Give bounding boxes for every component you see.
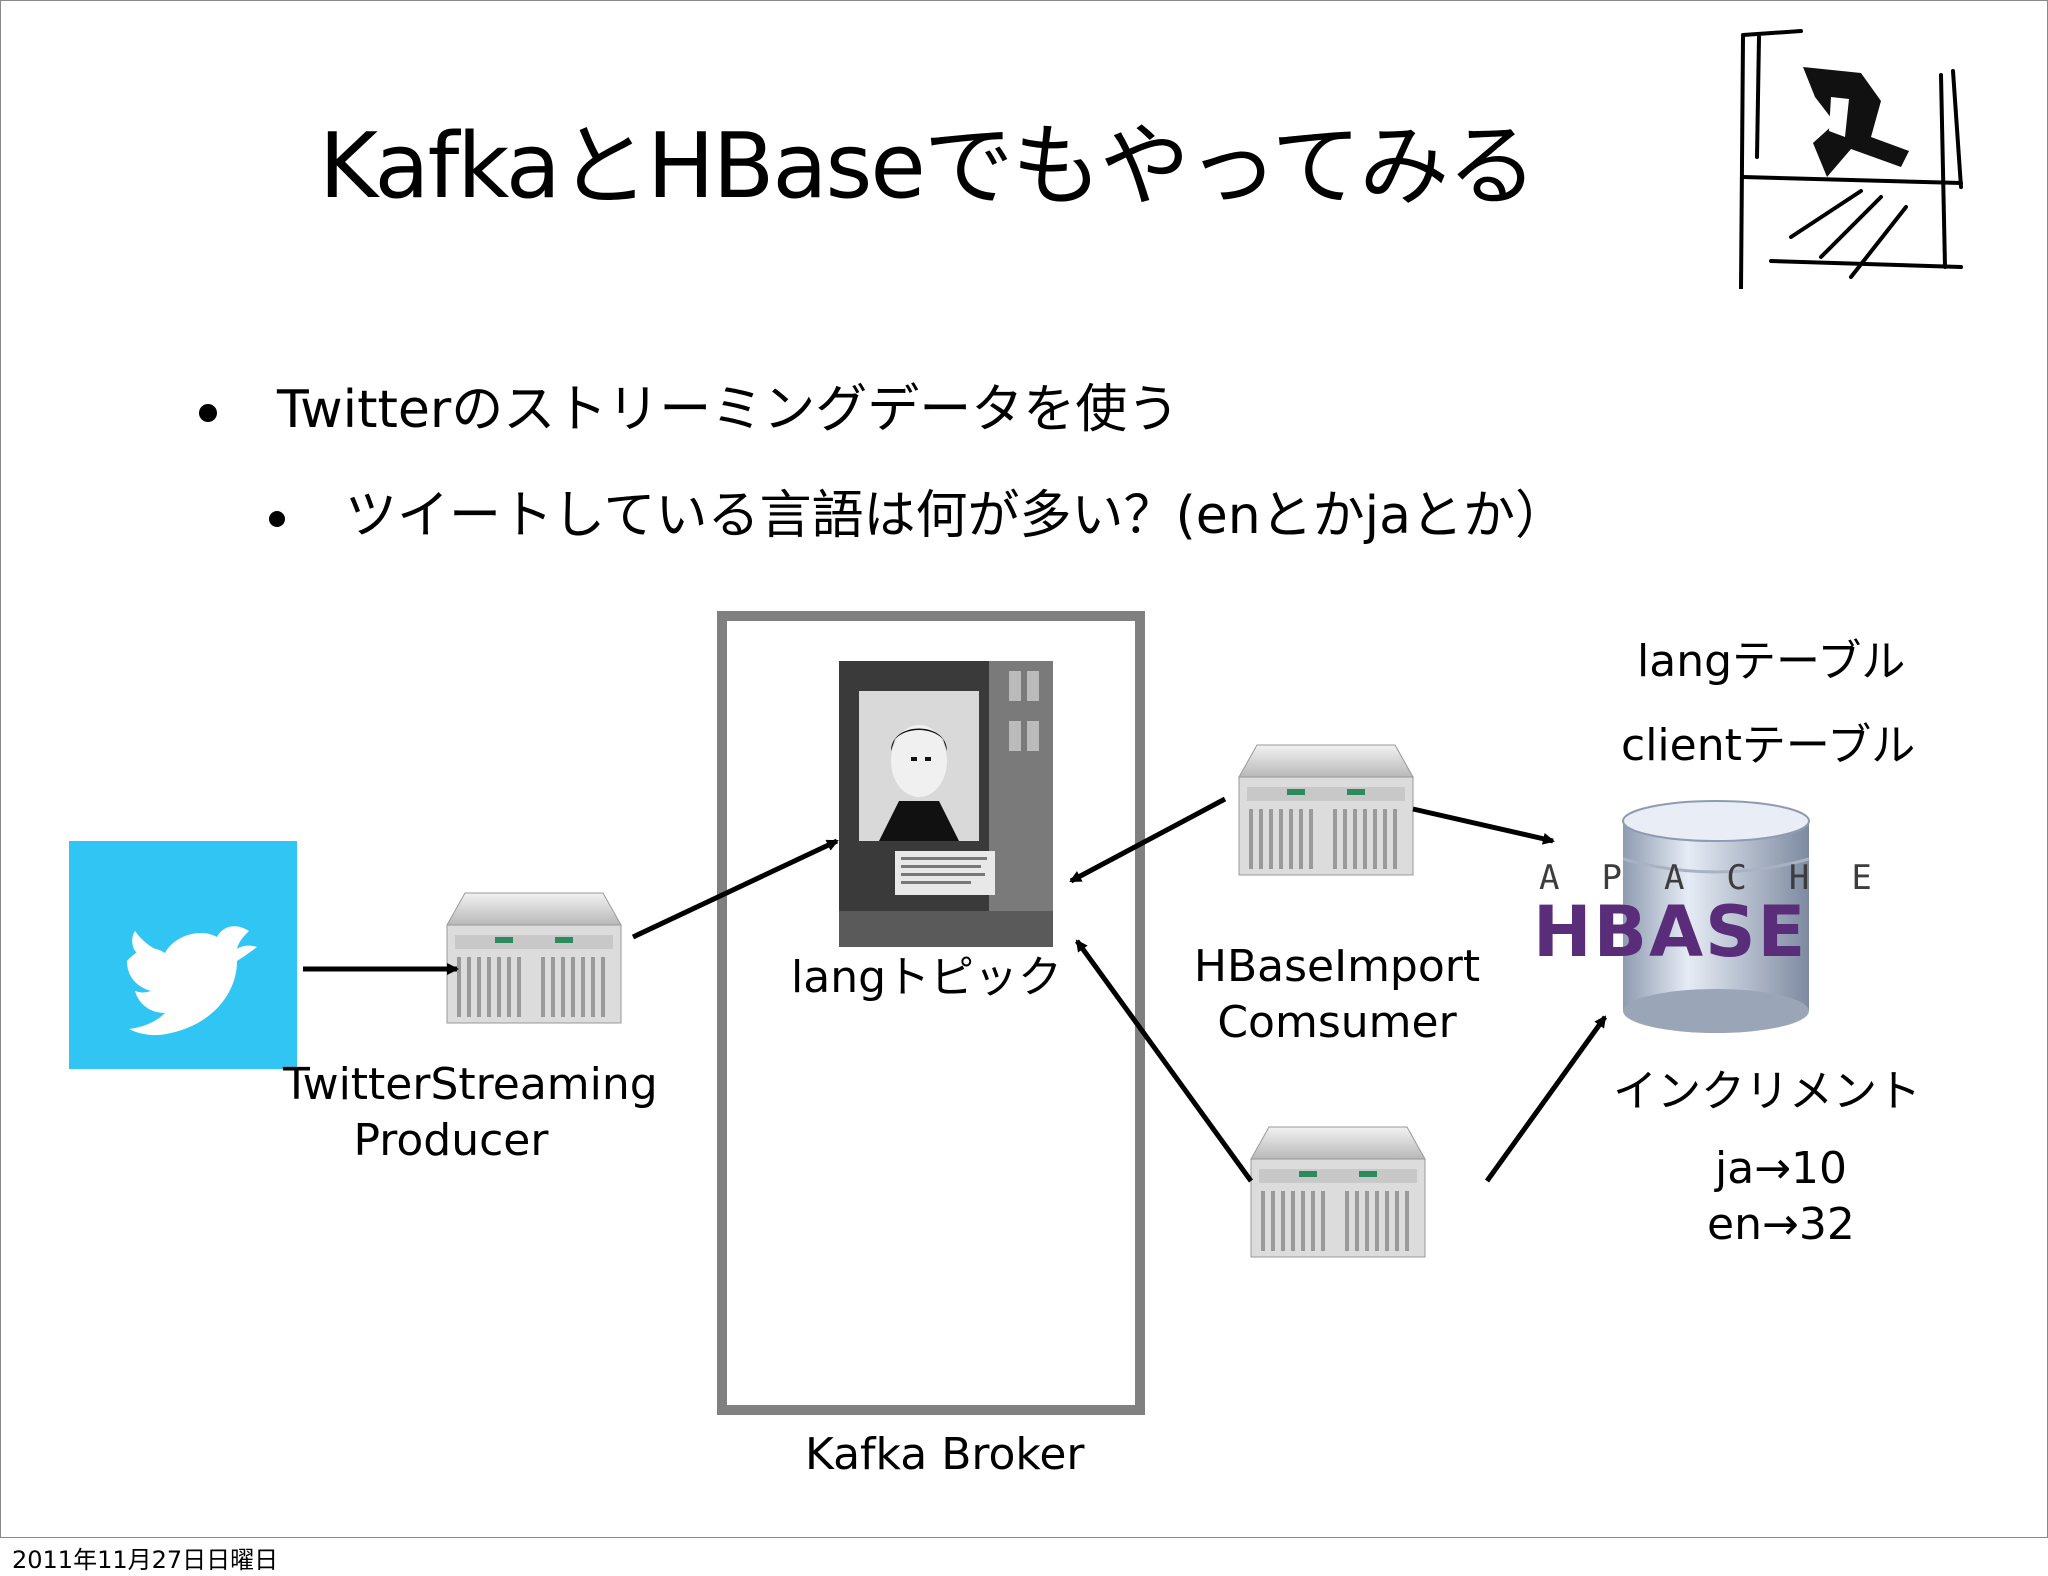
bullet-1-text: Twitterのストリーミングデータを使う bbox=[277, 380, 1180, 440]
slide-title: KafkaとHBaseでもやってみる bbox=[319, 114, 1537, 219]
consumer-label-line1: HBaseImport bbox=[1193, 941, 1481, 992]
bullet-2-text: ツイートしている言語は何が多い？(enとかjaとか） bbox=[345, 486, 1567, 546]
producer-label-line1: TwitterStreaming bbox=[283, 1059, 658, 1110]
producer-label-line2: Producer bbox=[353, 1115, 549, 1166]
broker-label: Kafka Broker bbox=[805, 1429, 1085, 1480]
consumer-server-icon bbox=[1250, 1126, 1426, 1258]
kafka-photo bbox=[839, 661, 1053, 947]
hbase-logo-top: APACHE bbox=[1539, 858, 1914, 898]
consumer-label-line2: Comsumer bbox=[1217, 997, 1457, 1048]
database-icon bbox=[1622, 800, 1810, 1033]
twitter-logo bbox=[69, 841, 297, 1069]
bullet-dot bbox=[269, 511, 285, 527]
arrow-consumer1-to-hbase bbox=[1412, 806, 1555, 845]
lang-table-label: langテーブル bbox=[1637, 636, 1906, 687]
hbase-logo-main: HBASE bbox=[1533, 891, 1808, 973]
twitter-bird-icon bbox=[127, 926, 257, 1036]
hbase-logo: APACHE HBASE bbox=[1533, 861, 1917, 971]
slide: KafkaとHBaseでもやってみる Twitterのストリーミングデータを使う… bbox=[0, 0, 2048, 1538]
consumer-label: HBaseImport Comsumer bbox=[1177, 939, 1497, 1051]
client-table-label: clientテーブル bbox=[1621, 720, 1916, 771]
producer-label: TwitterStreaming Producer bbox=[283, 1057, 658, 1169]
increment-label: インクリメント bbox=[1613, 1066, 1921, 1117]
bullet-1: Twitterのストリーミングデータを使う bbox=[199, 367, 1179, 442]
bullet-dot bbox=[199, 404, 217, 422]
footer-date: 2011年11月27日日曜日 bbox=[12, 1546, 279, 1574]
count-ja: ja→10 bbox=[1715, 1143, 1848, 1194]
topic-label: langトピック bbox=[791, 952, 1063, 1003]
bullet-2: ツイートしている言語は何が多い？(enとかjaとか） bbox=[269, 473, 1567, 548]
arrow-consumer2-to-hbase bbox=[1484, 1015, 1608, 1183]
count-en: en→32 bbox=[1707, 1199, 1855, 1250]
producer-server-icon bbox=[446, 892, 622, 1024]
kafka-doodle bbox=[1739, 29, 1963, 289]
consumer-server-icon bbox=[1238, 744, 1414, 876]
